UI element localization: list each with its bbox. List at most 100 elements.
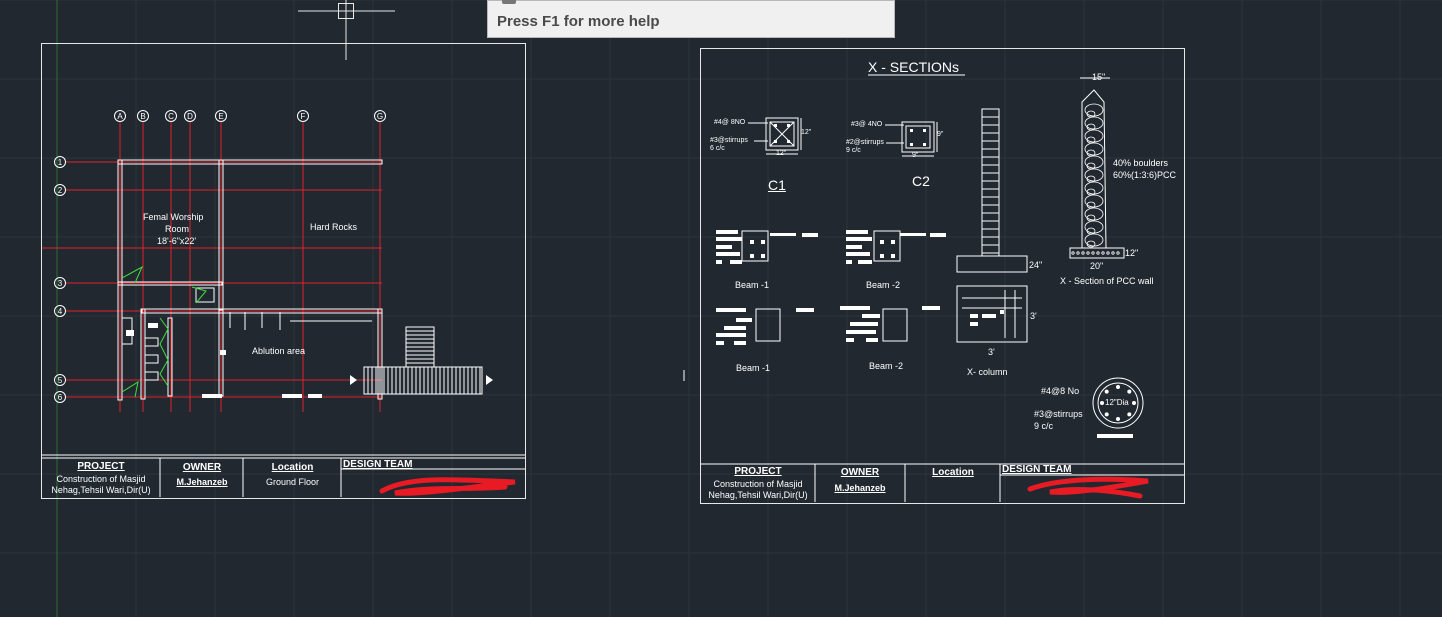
tooltip-text: Press F1 for more help	[497, 13, 660, 30]
help-tooltip: Press F1 for more help	[487, 0, 895, 38]
pcc-right-dim: 12"	[1125, 248, 1139, 258]
grid-bubble-text: 5	[58, 376, 63, 385]
grid-bubbles-letters: A B C D E F G	[114, 110, 386, 122]
grid-bubble-C: C	[165, 110, 177, 122]
sec-location-heading: Location	[932, 467, 974, 478]
plan-team-heading: DESIGN TEAM	[343, 459, 413, 470]
grid-bubble-text: 2	[58, 186, 63, 195]
sec-owner-cell: OWNER M.Jehanzeb	[817, 467, 903, 494]
grid-bubble-D: D	[184, 110, 196, 122]
pcc-wall-hatch	[1071, 103, 1120, 255]
grid-bubble-1: 1	[54, 156, 66, 168]
grid-bubble-G: G	[374, 110, 386, 122]
room-label-2: Room	[165, 224, 190, 234]
c1-name: C1	[768, 177, 786, 193]
plan-location-value: Ground Floor	[265, 476, 320, 487]
plan-owner-heading: OWNER	[182, 462, 222, 473]
tooltip-icon	[502, 0, 516, 4]
grid-bubble-A: A	[114, 110, 126, 122]
c2-dim-right: 9"	[937, 131, 944, 138]
beam-1-label: Beam -1	[735, 280, 770, 290]
c1-label-3: 6 c/c	[710, 145, 725, 152]
grid-bubble-text: D	[187, 112, 193, 121]
c1-dim-right: 12"	[801, 129, 812, 136]
plan-project-heading: PROJECT	[77, 461, 125, 472]
signature-scribble	[379, 477, 516, 496]
plan-owner-value: M.Jehanzeb	[176, 476, 228, 487]
grid-bubble-text: C	[168, 112, 174, 121]
plan-project-line2: Nehag,Tehsil Wari,Dir(U)	[51, 484, 151, 495]
xcol-side-dim: 3'	[1030, 311, 1037, 321]
grid-bubble-text: 6	[58, 393, 63, 402]
grid-bubble-text: 1	[58, 158, 63, 167]
plan-owner-cell: OWNER M.Jehanzeb	[162, 462, 242, 488]
plan-drawing: A B C D E F G 1 2 3 4 5 6	[42, 110, 525, 497]
grid-bubble-text: E	[218, 112, 223, 121]
sec-location-cell: Location	[907, 467, 999, 480]
pcc-label-2: 60%(1:3:6)PCC	[1113, 170, 1177, 180]
sections-title: X - SECTIONs	[868, 59, 960, 75]
xcol-bottom-dim: 3'	[988, 347, 995, 357]
round-dia: 12"Dia	[1105, 398, 1129, 407]
c2-dim-bottom: 9"	[912, 152, 919, 159]
beam-2b-label: Beam -2	[869, 361, 904, 371]
signature-scribble-2	[1027, 476, 1149, 499]
pcc-label-1: 40% boulders	[1113, 158, 1169, 168]
plan-project-cell: PROJECT Construction of Masjid Nehag,Teh…	[44, 461, 158, 496]
sec-owner-heading: OWNER	[840, 467, 880, 478]
grid-bubble-2: 2	[54, 184, 66, 196]
sections-sheet[interactable]	[700, 48, 1185, 504]
grid-bubble-text: 3	[58, 279, 63, 288]
sec-project-cell: PROJECT Construction of Masjid Nehag,Teh…	[702, 466, 814, 501]
stair-lines	[367, 330, 481, 394]
plan-project-line1: Construction of Masjid	[56, 473, 146, 484]
grid-bubble-5: 5	[54, 374, 66, 386]
c1-dim-bottom: 12"	[776, 150, 787, 157]
grid-bubble-F: F	[297, 110, 309, 122]
c2-label-2: #2@stirrups	[846, 139, 884, 146]
beam-1b-label: Beam -1	[736, 363, 771, 373]
c1-label-2: #3@stirrups	[710, 137, 748, 144]
plan-location-cell: Location Ground Floor	[245, 462, 340, 488]
grid-bubble-text: B	[140, 112, 145, 121]
beam-detail-marks	[716, 124, 1133, 438]
c2-name: C2	[912, 173, 930, 189]
pcc-top-dim: 15"	[1092, 72, 1106, 82]
grid-bubble-B: B	[137, 110, 149, 122]
sec-project-line2: Nehag,Tehsil Wari,Dir(U)	[708, 489, 808, 500]
round-label-1: #4@8 No	[1041, 386, 1080, 396]
footing-width-label: 24"	[1029, 260, 1043, 270]
pcc-caption: X - Section of PCC wall	[1060, 276, 1154, 286]
sec-team-cell: DESIGN TEAM	[1002, 464, 1071, 477]
plan-sheet[interactable]	[41, 43, 526, 499]
c2-label-3: 9 c/c	[846, 147, 861, 154]
ablution-label: Ablution area	[252, 346, 306, 356]
sections-drawing	[701, 74, 1184, 502]
plan-team-cell: DESIGN TEAM	[343, 459, 412, 472]
grid-bubble-text: 4	[58, 307, 63, 316]
sec-project-line1: Construction of Masjid	[713, 478, 803, 489]
round-label-3: 9 c/c	[1034, 421, 1054, 431]
column-strip-rungs	[982, 116, 999, 254]
grid-bubble-3: 3	[54, 277, 66, 289]
room-label-1: Femal Worship	[143, 212, 204, 222]
c2-label-1: #3@ 4NO	[851, 121, 883, 128]
xcol-caption: X- column	[967, 367, 1008, 377]
round-label-2: #3@stirrups	[1034, 409, 1083, 419]
hard-rocks-label: Hard Rocks	[310, 222, 358, 232]
grid-bubble-text: G	[377, 112, 383, 121]
grid-bubbles-numbers: 1 2 3 4 5 6	[54, 156, 66, 403]
grid-bubble-4: 4	[54, 305, 66, 317]
grid-bubble-6: 6	[54, 391, 66, 403]
sec-owner-value: M.Jehanzeb	[834, 482, 886, 493]
round-column-bars	[1100, 385, 1136, 421]
grid-bubble-E: E	[215, 110, 227, 122]
beam-2-label: Beam -2	[866, 280, 901, 290]
grid-bubble-text: F	[301, 112, 306, 121]
c1-label-1: #4@ 8NO	[714, 119, 746, 126]
room-label-3: 18'-6"x22'	[157, 236, 197, 246]
pcc-bottom-dim: 20"	[1090, 261, 1104, 271]
grid-bubble-text: A	[117, 112, 123, 121]
sec-team-heading: DESIGN TEAM	[1002, 464, 1072, 475]
